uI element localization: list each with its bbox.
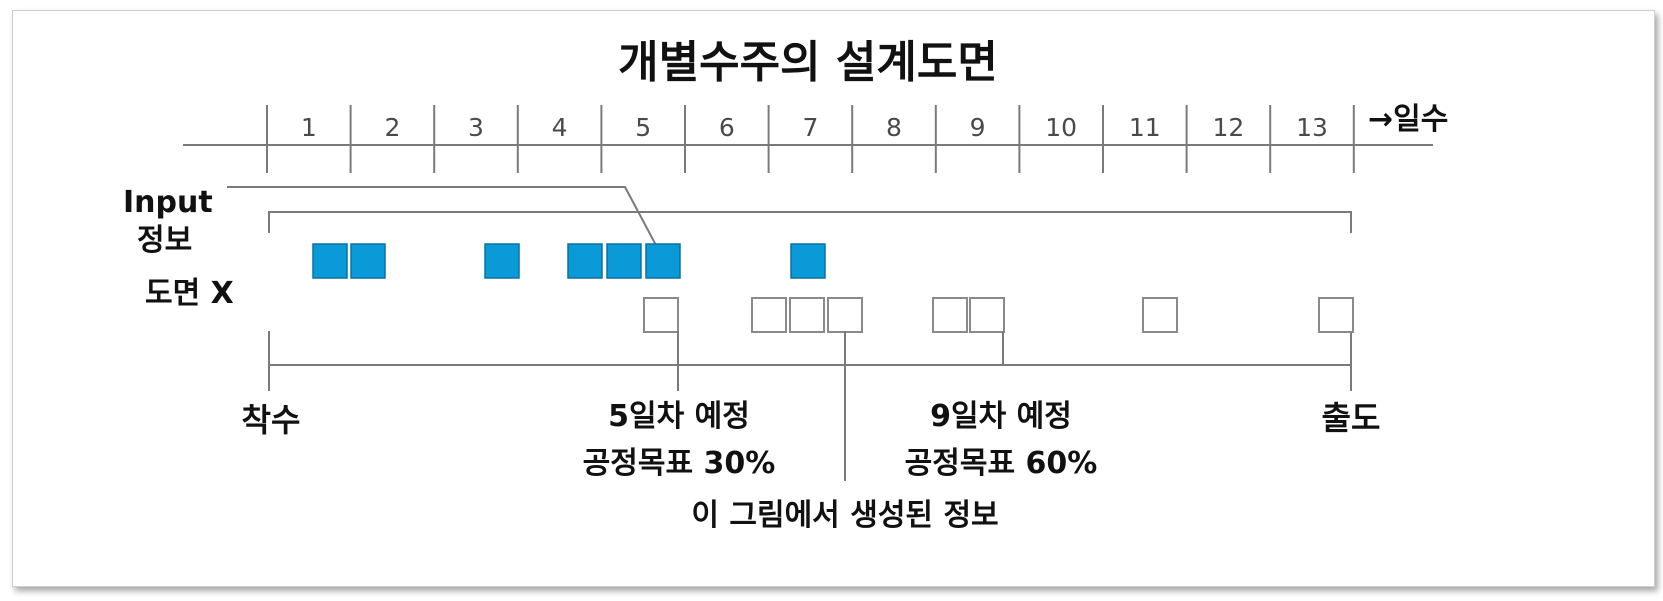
input-info-box <box>312 243 348 279</box>
input-info-box <box>790 243 826 279</box>
axis-unit-label: →일수 <box>1368 102 1448 137</box>
drawing-top-bracket <box>268 211 1352 233</box>
generated-info-boxes <box>643 297 1354 333</box>
axis-tick-label: 6 <box>719 113 735 142</box>
start-label: 착수 <box>242 401 301 439</box>
generated-info-box <box>1142 297 1178 333</box>
input-info-boxes <box>312 243 826 279</box>
axis-tick-label: 10 <box>1045 113 1077 142</box>
generated-info-box <box>969 297 1005 333</box>
axis-tick-label: 4 <box>552 113 568 142</box>
input-info-box <box>484 243 520 279</box>
input-info-box <box>606 243 642 279</box>
drawing-label: 도면 X <box>145 276 234 311</box>
input-info-box <box>645 243 681 279</box>
axis-tick-label: 7 <box>802 113 818 142</box>
axis-tick-label: 3 <box>468 113 484 142</box>
generated-info-box <box>643 297 679 333</box>
axis-tick-label: 13 <box>1296 113 1328 142</box>
input-info-box <box>350 243 386 279</box>
axis-tick-label: 5 <box>635 113 651 142</box>
generated-info-box <box>827 297 863 333</box>
diagram-title: 개별수주의 설계도면 <box>618 37 998 88</box>
milestone-9-label-line2: 공정목표 60% <box>905 446 1098 481</box>
input-label-line1: Input <box>123 185 213 220</box>
axis-tick-label: 8 <box>886 113 902 142</box>
generated-info-label: 이 그림에서 생성된 정보 <box>691 498 998 533</box>
axis-tick-label: 2 <box>384 113 400 142</box>
generated-info-box <box>932 297 968 333</box>
generated-info-box <box>789 297 825 333</box>
milestone-9-label-line1: 9일차 예정 <box>930 399 1072 434</box>
axis-tick-label: 9 <box>970 113 986 142</box>
axis-tick-label: 1 <box>301 113 317 142</box>
generated-info-box <box>1318 297 1354 333</box>
axis-tick-label: 12 <box>1212 113 1244 142</box>
input-label-line2: 정보 <box>137 223 192 258</box>
milestone-5-label-line2: 공정목표 30% <box>583 446 776 481</box>
input-leader-line <box>227 186 659 250</box>
delivery-label: 출도 <box>1322 399 1381 437</box>
generated-info-box <box>751 297 787 333</box>
axis-tick-label: 11 <box>1129 113 1161 142</box>
input-info-box <box>567 243 603 279</box>
milestone-5-label-line1: 5일차 예정 <box>608 399 750 434</box>
